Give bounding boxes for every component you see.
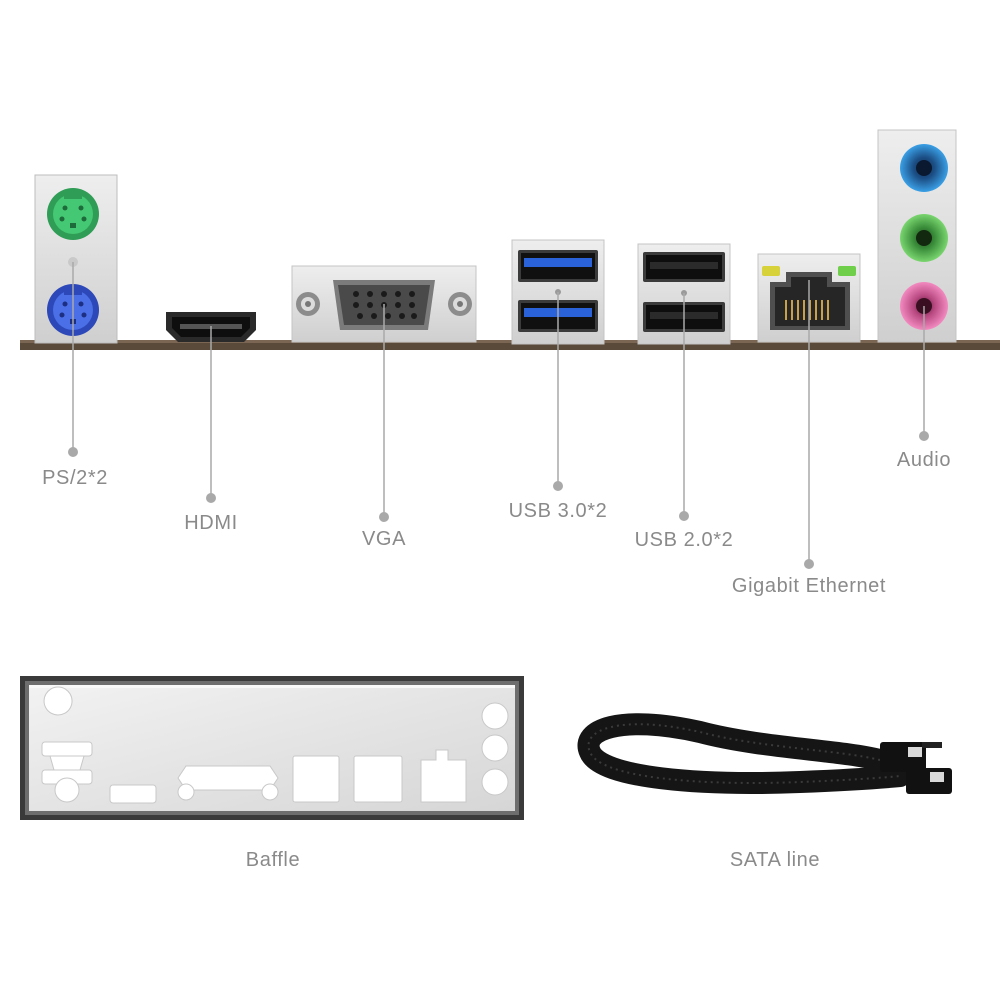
- usb2-label: USB 2.0*2: [634, 529, 734, 551]
- board-edge: [20, 340, 1000, 350]
- sata-label: SATA line: [729, 849, 821, 871]
- sata-cable: [577, 713, 952, 794]
- ethernet-port: [757, 253, 861, 343]
- baffle-shield: [20, 676, 524, 820]
- audio-jack-stack: [877, 129, 957, 343]
- leader-lines: [68, 262, 929, 569]
- hdmi-label: HDMI: [184, 512, 238, 534]
- ps2-port-block: [34, 174, 118, 344]
- baffle-label: Baffle: [245, 849, 301, 871]
- ethernet-label: Gigabit Ethernet: [731, 575, 887, 597]
- ps2-label: PS/2*2: [42, 467, 108, 489]
- audio-label: Audio: [896, 449, 952, 471]
- vga-label: VGA: [361, 528, 407, 550]
- usb3-label: USB 3.0*2: [508, 500, 608, 522]
